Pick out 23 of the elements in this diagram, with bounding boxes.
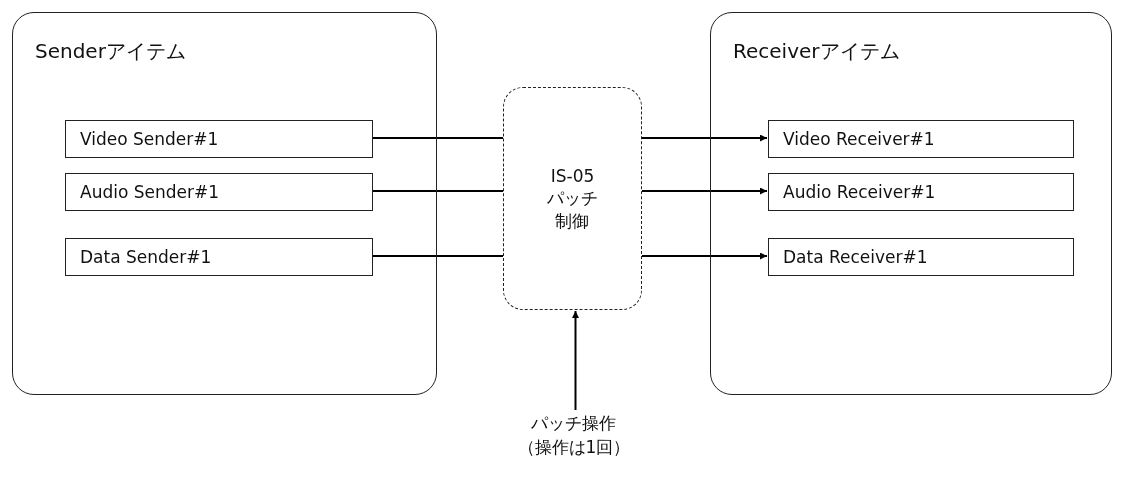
connector-arrow: [641, 134, 768, 142]
connector-arrow: [572, 310, 579, 411]
sender-box: [65, 173, 373, 211]
panel-title: Receiverアイテム: [733, 38, 900, 65]
connector-arrow: [641, 252, 768, 260]
item-label: Audio Sender#1: [80, 182, 220, 202]
item-label: IS-05 パッチ制御: [546, 164, 599, 233]
patch-control-box: [503, 87, 642, 310]
item-label: Video Sender#1: [80, 129, 219, 149]
item-label: Data Sender#1: [80, 247, 212, 267]
item-label: Data Receiver#1: [783, 247, 928, 267]
sender-box: [65, 120, 373, 158]
receiver-box: [768, 173, 1074, 211]
receiver-box: [768, 120, 1074, 158]
receiver-box: [768, 238, 1074, 276]
item-label: Video Receiver#1: [783, 129, 935, 149]
item-panel: [12, 12, 437, 395]
connector-arrow: [641, 187, 768, 195]
item-label: Audio Receiver#1: [783, 182, 936, 202]
panel-title: Senderアイテム: [35, 38, 186, 65]
sender-box: [65, 238, 373, 276]
item-panel: [710, 12, 1112, 395]
note-label: パッチ操作（操作は1回）: [516, 412, 632, 459]
